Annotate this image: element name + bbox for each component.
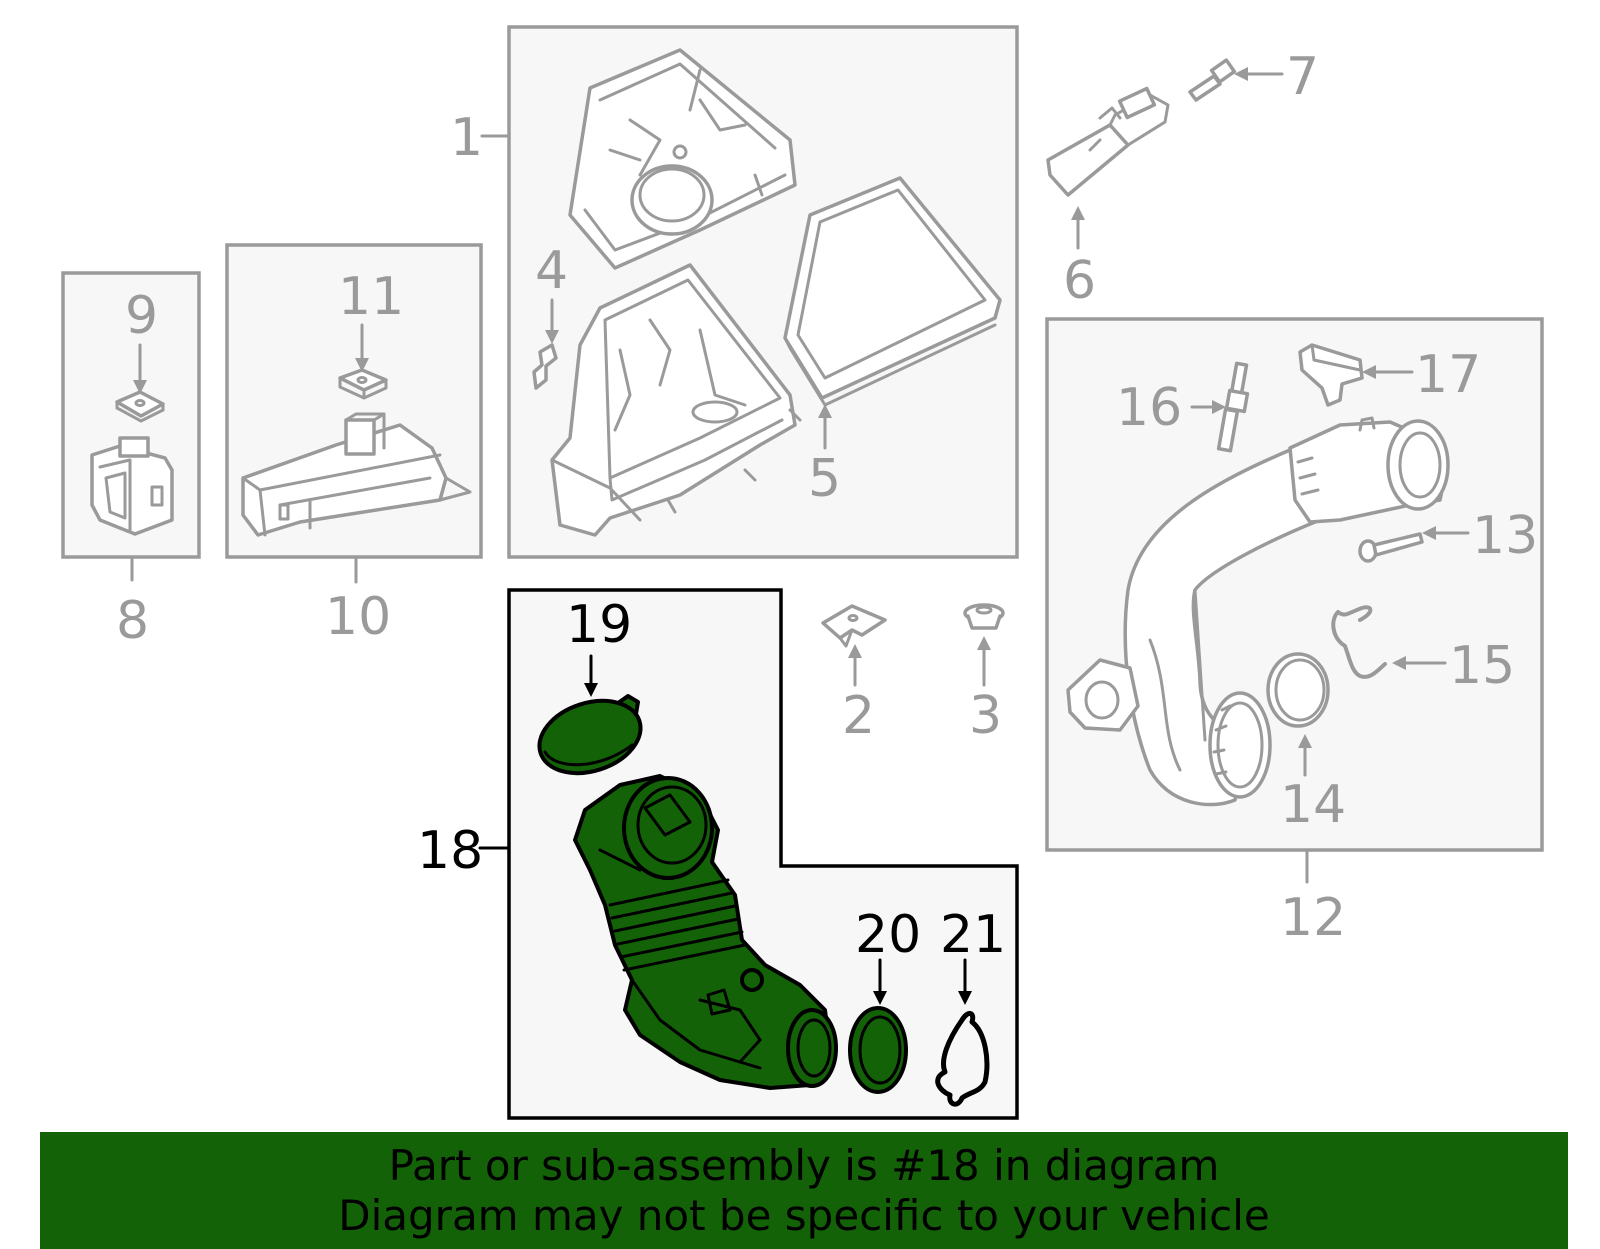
callout-6: 6 xyxy=(1063,251,1096,311)
part-21-clamp xyxy=(935,1011,990,1107)
callout-14: 14 xyxy=(1280,775,1346,835)
callout-10: 10 xyxy=(325,587,391,647)
part-16-sensor xyxy=(1216,361,1250,453)
part-11-nut xyxy=(338,368,388,400)
part-3-grommet xyxy=(963,603,1005,630)
part-9-clip xyxy=(115,390,165,423)
callout-5: 5 xyxy=(808,449,841,509)
callout-15: 15 xyxy=(1449,636,1515,696)
part-12-air-intake-tube xyxy=(1066,416,1450,807)
arrows-grey xyxy=(133,67,1470,777)
part-5-air-filter xyxy=(783,176,1002,407)
banner-line-1: Part or sub-assembly is #18 in diagram xyxy=(388,1140,1220,1190)
callout-3: 3 xyxy=(969,686,1002,746)
callout-11: 11 xyxy=(338,267,404,327)
callout-20: 20 xyxy=(855,905,921,965)
banner-line-2: Diagram may not be specific to your vehi… xyxy=(338,1190,1270,1240)
parts-diagram: 1 2 3 4 5 6 7 8 9 10 11 12 13 14 15 16 1… xyxy=(61,25,1544,1120)
part-6-mass-air-flow-sensor xyxy=(1046,86,1170,197)
callout-2: 2 xyxy=(842,686,875,746)
callout-17: 17 xyxy=(1415,345,1481,405)
part-10-duct xyxy=(241,412,472,537)
callout-1: 1 xyxy=(450,108,483,168)
part-8-bracket xyxy=(90,436,174,536)
info-banner: Part or sub-assembly is #18 in diagram D… xyxy=(40,1132,1568,1249)
callout-19: 19 xyxy=(566,595,632,655)
part-20-ring xyxy=(848,1006,908,1094)
callout-9: 9 xyxy=(125,286,158,346)
part-18-air-intake-tube xyxy=(573,774,838,1090)
callout-8: 8 xyxy=(116,591,149,651)
callout-7: 7 xyxy=(1286,47,1319,107)
part-7-bolt xyxy=(1188,58,1237,102)
part-4-clip xyxy=(532,343,558,390)
arrows-dark xyxy=(584,654,972,1005)
callout-16: 16 xyxy=(1116,378,1182,438)
callout-4: 4 xyxy=(535,241,568,301)
part-19-seal xyxy=(537,694,643,776)
part-2-retainer xyxy=(821,604,887,648)
part-1-air-cleaner-housing xyxy=(550,48,802,537)
callout-13: 13 xyxy=(1472,506,1538,566)
callout-12: 12 xyxy=(1280,888,1346,948)
part-14-ring xyxy=(1266,652,1330,728)
part-15-clamp xyxy=(1331,605,1387,679)
part-17-sensor xyxy=(1298,343,1364,407)
part-13-screw xyxy=(1358,532,1424,563)
callout-21: 21 xyxy=(940,905,1006,965)
callout-18: 18 xyxy=(417,821,483,881)
